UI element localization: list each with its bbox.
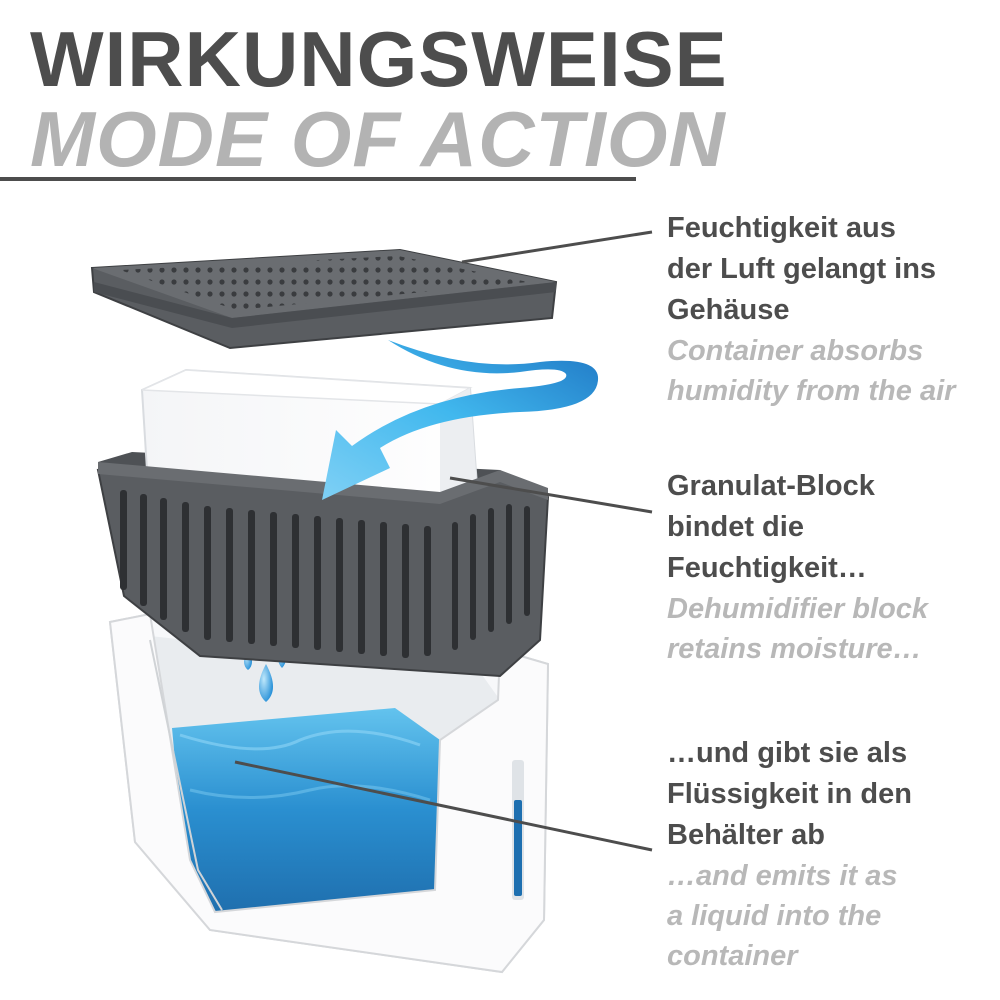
pointer-line-3 — [234, 760, 653, 852]
lid — [90, 248, 558, 350]
step-1-label: Feuchtigkeit aus der Luft gelangt ins Ge… — [667, 208, 997, 411]
container-base — [108, 612, 550, 974]
step-3-label: …und gibt sie als Flüssigkeit in den Beh… — [667, 733, 997, 976]
granulate-basket — [96, 368, 550, 678]
step-1-german: Feuchtigkeit aus der Luft gelangt ins Ge… — [667, 212, 937, 326]
step-2-german: Granulat-Block bindet die Feuchtigkeit… — [667, 470, 875, 584]
step-2-label: Granulat-Block bindet die Feuchtigkeit… … — [667, 466, 997, 669]
page-subtitle: MODE OF ACTION — [30, 95, 726, 183]
title-underline — [0, 177, 636, 181]
pointer-line-2 — [449, 476, 653, 514]
pointer-line-1 — [461, 230, 653, 264]
step-3-german: …und gibt sie als Flüssigkeit in den Beh… — [667, 737, 912, 851]
airflow-arrow — [322, 340, 599, 500]
step-2-english: Dehumidifier block retains moisture… — [667, 593, 929, 665]
step-3-english: …and emits it as a liquid into the conta… — [667, 860, 898, 972]
page-title: WIRKUNGSWEISE — [30, 15, 728, 103]
water-reservoir — [172, 708, 440, 912]
step-1-english: Container absorbs humidity from the air — [667, 335, 956, 407]
